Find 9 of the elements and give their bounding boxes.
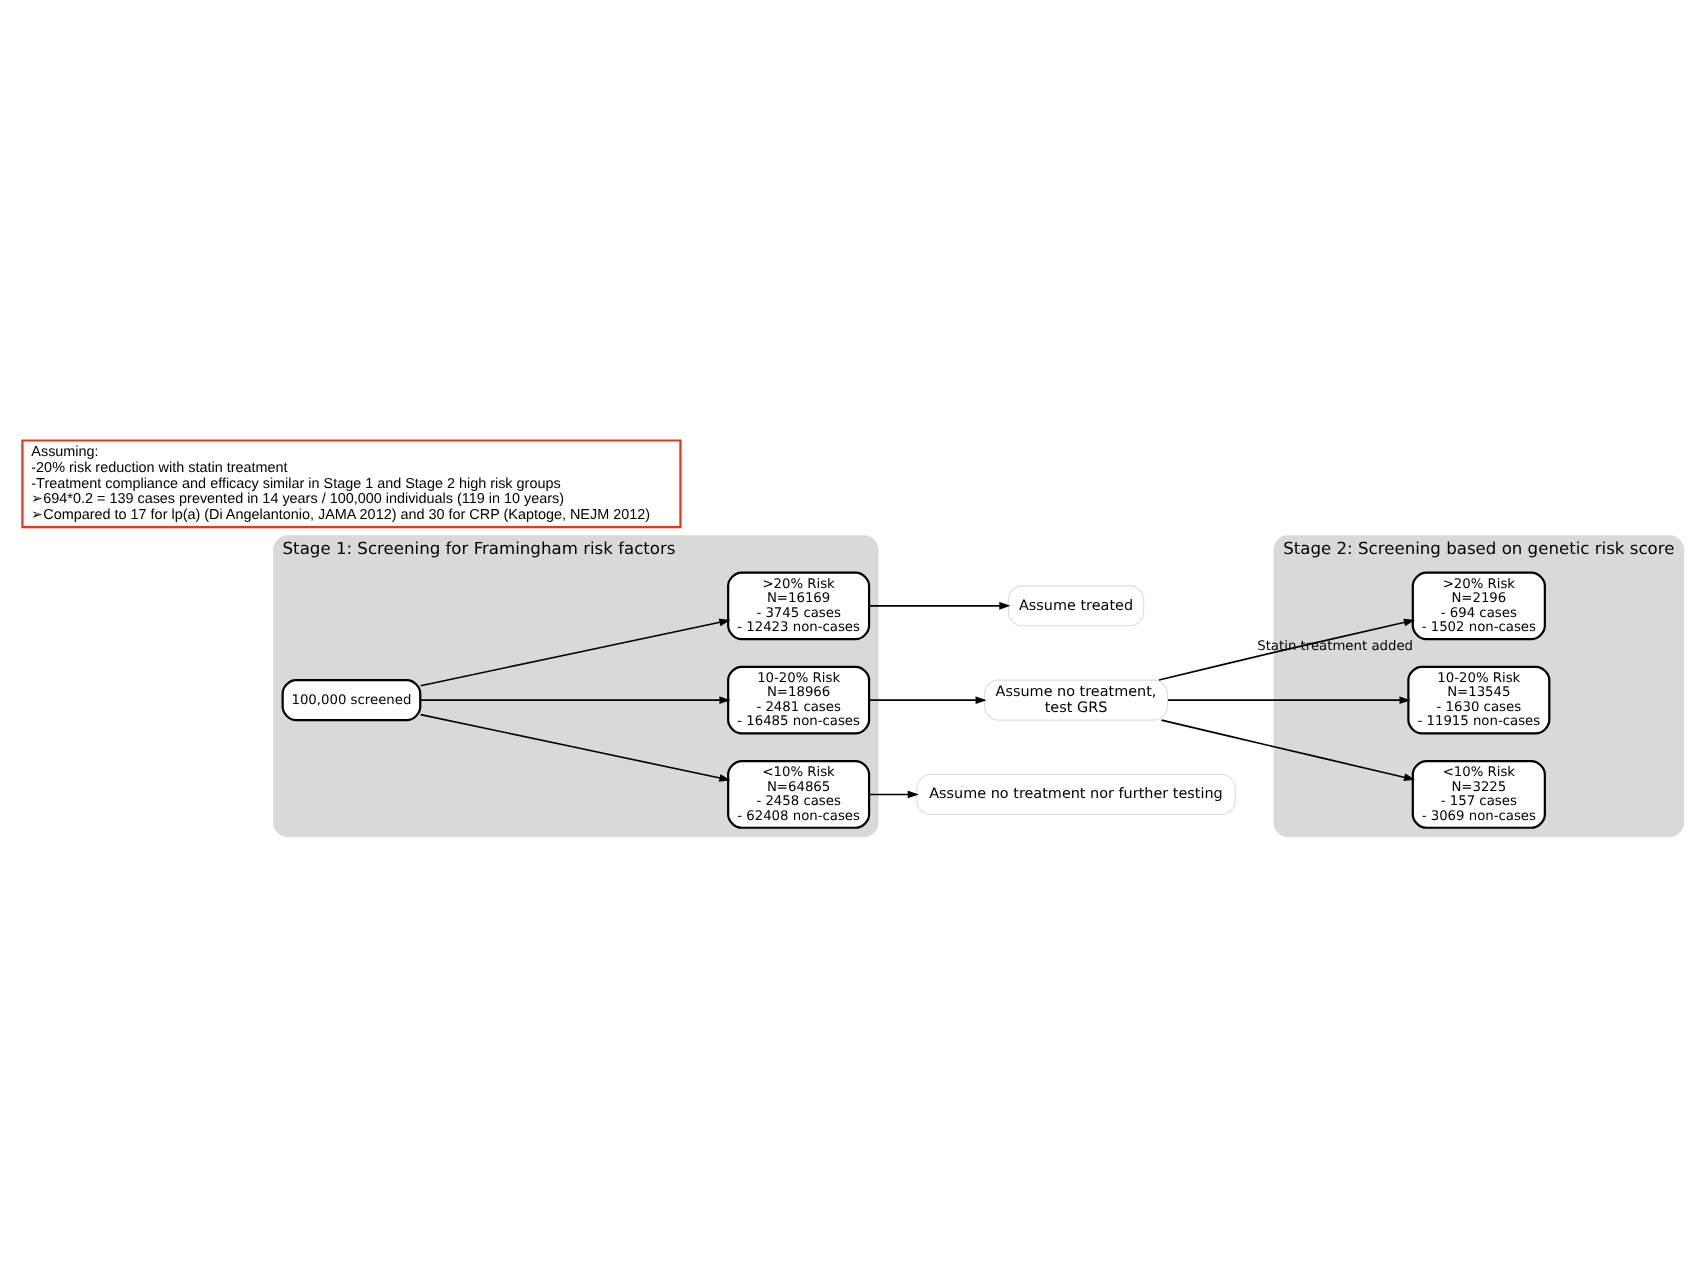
arrow — [418, 618, 730, 687]
arrow — [1157, 618, 1415, 681]
arrow — [867, 601, 1010, 610]
arrow — [418, 696, 730, 705]
arrow — [867, 696, 986, 705]
arrow — [1159, 719, 1415, 782]
arrow — [1166, 696, 1410, 705]
arrow — [867, 790, 918, 799]
arrow — [418, 713, 730, 782]
